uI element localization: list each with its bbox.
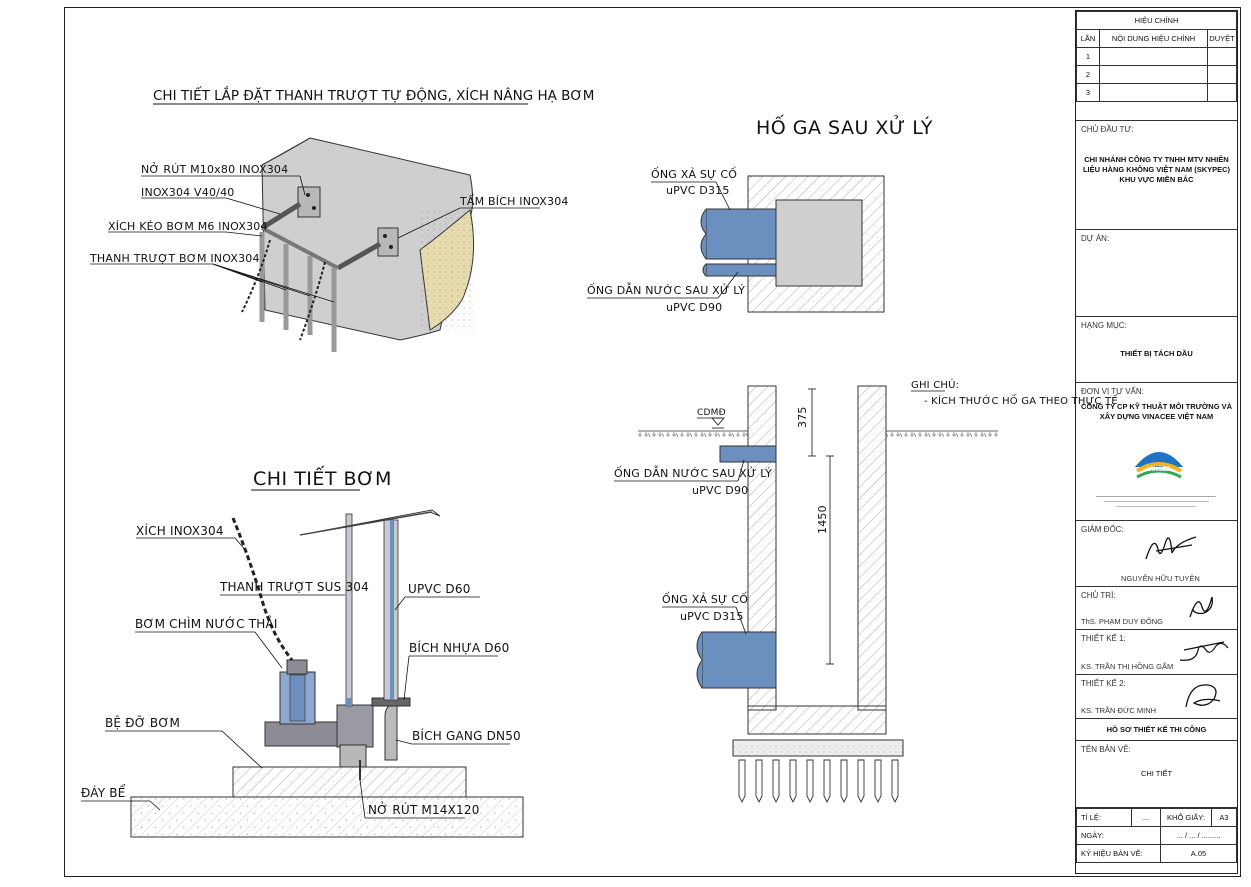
category-caption: HẠNG MỤC: (1081, 321, 1127, 330)
paper-value: A3 (1211, 808, 1237, 827)
detail1-title: CHI TIẾT LẮP ĐẶT THANH TRƯỢT TỰ ĐỘNG, XÍ… (153, 85, 594, 104)
label-section-emergency-spec: uPVC D315 (680, 610, 744, 623)
director-name: NGUYỄN HỮU TUYÊN (1121, 574, 1200, 583)
designer2-caption: THIẾT KẾ 2: (1081, 679, 1126, 688)
label-plastic-flange: BÍCH NHỰA D60 (409, 640, 509, 655)
revision-col-approve: DUYỆT (1207, 29, 1237, 48)
label-pump-rail: THANH TRƯỢT SUS 304 (219, 580, 369, 594)
meta-table: TỈ LỆ: ... KHỔ GIẤY: A3 NGÀY: ... / ... … (1076, 808, 1237, 863)
paper-caption: KHỔ GIẤY: (1160, 808, 1212, 827)
date-caption: NGÀY: (1076, 826, 1161, 845)
scale-value: ... (1131, 808, 1161, 827)
label-pump-base: BỆ ĐỠ BƠM (105, 715, 180, 730)
label-anchor-m10: NỞ RÚT M10x80 INOX304 (141, 162, 288, 176)
title-block: HIỆU CHỈNH LẦN NỘI DUNG HIỆU CHỈNH DUYỆT… (1075, 10, 1238, 874)
designer1-name: KS. TRẦN THỊ HỒNG GẤM (1081, 662, 1174, 671)
revision-row-2: 2 (1076, 65, 1100, 84)
detail-manhole-plan: HỐ GA SAU XỬ LÝ ỐNG XẢ SỰ CỐ uPVC D315 Ố… (587, 113, 933, 314)
revision-table: HIỆU CHỈNH LẦN NỘI DUNG HIỆU CHỈNH DUYỆT… (1076, 11, 1237, 121)
label-tank-floor: ĐÁY BỂ (81, 784, 126, 800)
designer2-name: KS. TRẦN ĐỨC MINH (1081, 706, 1157, 715)
designer1-caption: THIẾT KẾ 1: (1081, 634, 1126, 643)
dim-1450: 1450 (816, 505, 829, 534)
designer2-section: THIẾT KẾ 2: KS. TRẦN ĐỨC MINH (1076, 675, 1237, 719)
director-section: GIÁM ĐỐC: NGUYỄN HỮU TUYÊN (1076, 521, 1237, 587)
label-anchor-m14: NỞ RÚT M14X120 (368, 801, 480, 817)
project-caption: DỰ ÁN: (1081, 234, 1110, 243)
drawing-frame (64, 7, 1241, 877)
category-section: HẠNG MỤC: THIẾT BỊ TÁCH DẦU (1076, 317, 1237, 383)
detail2-title: HỐ GA SAU XỬ LÝ (756, 113, 933, 139)
lead-section: CHỦ TRÌ: ThS. PHẠM DUY ĐÔNG (1076, 587, 1237, 630)
label-guide-rail: THANH TRƯỢT BƠM INOX304 (89, 252, 260, 265)
drawing-name: CHI TIẾT (1140, 769, 1173, 778)
consultant-name: CÔNG TY CP KỸ THUẬT MÔI TRƯỜNG VÀ XÂY DỰ… (1080, 402, 1233, 421)
label-pump-chain: XÍCH INOX304 (136, 523, 224, 538)
revision-col-lan: LẦN (1076, 29, 1100, 48)
revision-row-1: 1 (1076, 47, 1100, 66)
note-title: GHI CHÚ: (911, 378, 959, 391)
label-treated-spec: uPVC D90 (666, 301, 722, 314)
detail4-title: CHI TIẾT BƠM (253, 465, 392, 490)
revision-row-3: 3 (1076, 83, 1100, 102)
dim-375: 375 (796, 406, 809, 428)
label-angle-steel: INOX304 V40/40 (141, 186, 234, 199)
detail-manhole-section: CDMĐ 375 1450 ỐNG DẪN NƯỚC SAU XỬ LÝ uPV… (614, 378, 1118, 804)
director-caption: GIÁM ĐỐC: (1081, 525, 1124, 534)
note-text: - KÍCH THƯỚC HỐ GA THEO THỰC TẾ (924, 393, 1118, 407)
label-section-treated-pipe: ỐNG DẪN NƯỚC SAU XỬ LÝ (614, 465, 772, 480)
category-name: THIẾT BỊ TÁCH DẦU (1120, 349, 1193, 358)
label-flange-plate: TẤM BÍCH INOX304 (459, 194, 569, 208)
label-section-treated-spec: uPVC D90 (692, 484, 748, 497)
label-cast-flange: BÍCH GANG DN50 (412, 728, 521, 743)
label-upvc-d60: UPVC D60 (408, 582, 471, 596)
dossier-section: HỒ SƠ THIẾT KẾ THI CÔNG (1076, 719, 1237, 741)
project-section: DỰ ÁN: (1076, 230, 1237, 317)
code-caption: KÝ HIỆU BẢN VẼ: (1076, 844, 1161, 863)
scale-caption: TỈ LỆ: (1076, 808, 1132, 827)
lead-signature (1189, 596, 1213, 618)
revision-header: HIỆU CHỈNH (1076, 11, 1237, 30)
detail-rail-installation: CHI TIẾT LẮP ĐẶT THANH TRƯỢT TỰ ĐỘNG, XÍ… (89, 85, 594, 352)
label-submersible-pump: BƠM CHÌM NƯỚC THẢI (135, 615, 278, 631)
drawing-name-section: TÊN BẢN VẼ: CHI TIẾT (1076, 741, 1237, 808)
date-value: ... / ... / ......... (1160, 826, 1237, 845)
designer1-section: THIẾT KẾ 1: KS. TRẦN THỊ HỒNG GẤM (1076, 630, 1237, 675)
label-pull-chain: XÍCH KÉO BƠM M6 INOX304 (108, 220, 268, 233)
director-signature (1145, 536, 1197, 560)
designer2-signature (1185, 684, 1221, 708)
drawing-name-caption: TÊN BẢN VẼ: (1081, 745, 1131, 754)
investor-section: CHỦ ĐẦU TƯ: CHI NHÁNH CÔNG TY TNHH MTV N… (1076, 121, 1237, 230)
consultant-caption: ĐƠN VỊ TƯ VẤN: (1081, 387, 1144, 396)
investor-name: CHI NHÁNH CÔNG TY TNHH MTV NHIÊN LIỆU HÀ… (1082, 155, 1231, 184)
code-value: A.05 (1160, 844, 1237, 863)
consultant-section: ĐƠN VỊ TƯ VẤN: CÔNG TY CP KỸ THUẬT MÔI T… (1076, 383, 1237, 521)
vincee-logo: VINCEE (1135, 452, 1183, 479)
designer1-signature (1179, 641, 1229, 661)
label-treated-pipe: ỐNG DẪN NƯỚC SAU XỬ LÝ (587, 282, 745, 297)
lead-name: ThS. PHẠM DUY ĐÔNG (1081, 617, 1163, 626)
revision-col-content: NỘI DUNG HIỆU CHỈNH (1099, 29, 1208, 48)
detail-pump: CHI TIẾT BƠM (81, 465, 524, 838)
logo-text: VINCEE (1148, 467, 1170, 473)
label-section-emergency-pipe: ỐNG XẢ SỰ CỐ (662, 592, 748, 606)
lead-caption: CHỦ TRÌ: (1081, 591, 1116, 600)
label-emergency-pipe: ỐNG XẢ SỰ CỐ (651, 167, 737, 181)
dossier-title: HỒ SƠ THIẾT KẾ THI CÔNG (1106, 725, 1207, 734)
label-cdmd: CDMĐ (697, 408, 726, 418)
investor-caption: CHỦ ĐẦU TƯ: (1081, 125, 1134, 134)
label-emergency-spec: uPVC D315 (666, 184, 730, 197)
